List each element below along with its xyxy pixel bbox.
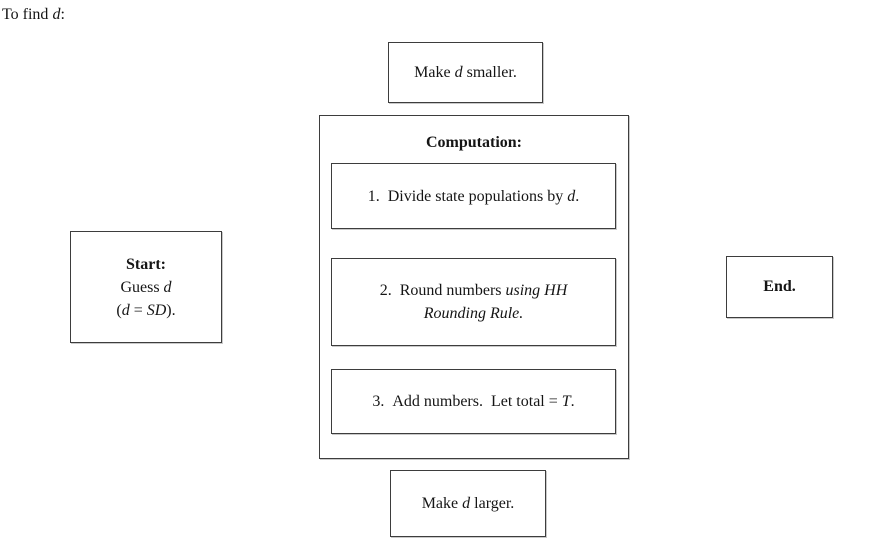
start-line-guess: Guess d [120, 276, 171, 299]
end-box: End. [726, 256, 833, 318]
label-pre: Make [421, 494, 463, 512]
computation-title: Computation: [425, 134, 522, 151]
variable-d: d [462, 494, 471, 512]
step-1-post: . [575, 187, 580, 205]
step-3-post: . [570, 393, 575, 410]
make-d-larger-label: Make d larger. [422, 495, 515, 513]
variable-sd: SD [146, 301, 167, 319]
end-label: End. [763, 278, 796, 295]
intro-text: To find d: [2, 6, 65, 24]
label-post: smaller. [462, 63, 517, 81]
step-2-label: 2. Round numbers using HH Rounding Rule. [380, 279, 568, 325]
step-2-italic-line1: using HH [505, 282, 568, 299]
intro-variable-d: d [52, 6, 61, 23]
step-3-label: 3. Add numbers. Let total = T. [372, 390, 574, 413]
variable-d: d [121, 301, 130, 319]
step-1-label: 1. Divide state populations by d. [368, 185, 580, 208]
label-pre: Make [414, 63, 455, 81]
make-d-smaller-box: Make d smaller. [388, 42, 543, 103]
equals-sign: = [129, 301, 147, 319]
guess-pre: Guess [120, 278, 164, 296]
paren-open: ( [116, 301, 122, 319]
step-3-box: 3. Add numbers. Let total = T. [331, 369, 616, 434]
intro-post: : [60, 6, 65, 23]
variable-d: d [567, 187, 576, 205]
step-1-box: 1. Divide state populations by d. [331, 163, 616, 229]
variable-d: d [454, 63, 463, 81]
variable-t: T [561, 393, 571, 410]
step-3-pre: 3. Add numbers. Let total = [372, 393, 562, 410]
label-post: larger. [470, 494, 515, 512]
paren-close: ). [166, 301, 176, 319]
intro-pre: To find [2, 6, 53, 23]
start-title: Start: [126, 255, 166, 273]
step-1-pre: 1. Divide state populations by [367, 187, 568, 205]
make-d-larger-box: Make d larger. [390, 470, 546, 537]
step-2-box: 2. Round numbers using HH Rounding Rule. [331, 258, 616, 346]
step-2-pre: 2. Round numbers [379, 282, 506, 299]
make-d-smaller-label: Make d smaller. [414, 64, 517, 82]
step-2-italic-line2: Rounding Rule. [423, 305, 524, 322]
start-line-equation: (d = SD). [116, 299, 175, 322]
computation-box: Computation: 1. Divide state populations… [319, 115, 629, 459]
variable-d: d [163, 278, 172, 296]
start-box: Start: Guess d (d = SD). [70, 231, 222, 343]
